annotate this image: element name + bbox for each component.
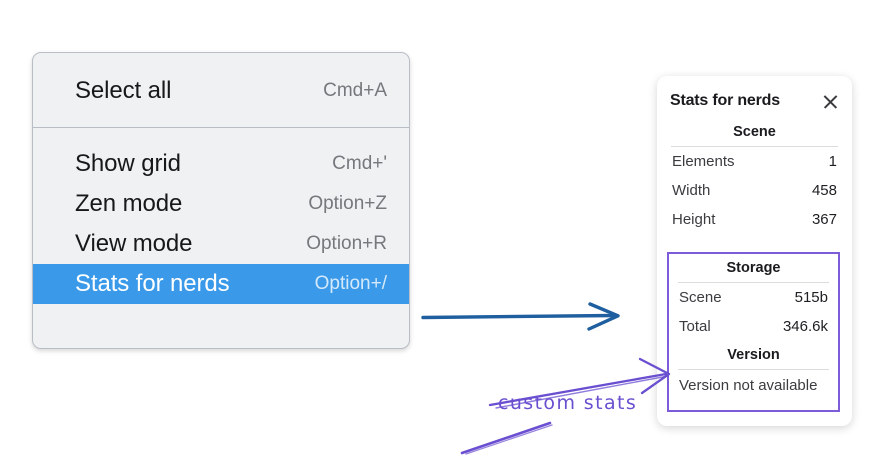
custom-stats-annotation: custom stats — [440, 355, 685, 461]
stats-panel-header: Stats for nerds — [669, 86, 840, 116]
stat-label: Width — [672, 182, 711, 199]
menu-item-label: Select all — [75, 77, 172, 104]
context-menu[interactable]: Select all Cmd+A Show grid Cmd+' Zen mod… — [32, 52, 410, 349]
custom-stats-highlight-box: Storage Scene 515b Total 346.6k Version … — [667, 252, 840, 412]
close-icon[interactable] — [822, 93, 839, 110]
stat-label: Elements — [672, 153, 735, 170]
menu-item-view-mode[interactable]: View mode Option+R — [33, 224, 409, 264]
blue-arrow-icon — [421, 302, 620, 331]
menu-item-stats-for-nerds[interactable]: Stats for nerds Option+/ — [33, 264, 409, 304]
menu-item-show-grid[interactable]: Show grid Cmd+' — [33, 144, 409, 184]
stats-for-nerds-panel[interactable]: Stats for nerds Scene Elements 1 Width 4… — [657, 76, 852, 426]
menu-item-shortcut: Option+R — [306, 233, 387, 254]
stat-value: 515b — [794, 289, 828, 306]
stat-value: 346.6k — [782, 318, 828, 335]
version-section-heading: Version — [727, 347, 780, 363]
stat-value: 367 — [811, 211, 837, 228]
menu-item-label: View mode — [75, 230, 193, 257]
stat-row-storage-scene: Scene 515b — [676, 283, 831, 312]
annotation-label: custom stats — [498, 392, 638, 414]
storage-divider — [678, 282, 829, 283]
scene-section-heading: Scene — [733, 124, 776, 140]
menu-separator — [33, 127, 409, 128]
menu-item-shortcut: Option+/ — [314, 273, 387, 294]
menu-item-label: Show grid — [75, 150, 181, 177]
storage-section-heading: Storage — [726, 260, 781, 276]
menu-item-shortcut: Option+Z — [308, 193, 387, 214]
menu-item-label: Zen mode — [75, 190, 183, 217]
menu-item-shortcut: Cmd+A — [323, 80, 387, 101]
version-note: Version not available — [679, 377, 818, 394]
menu-item-select-all[interactable]: Select all Cmd+A — [33, 71, 409, 111]
stat-row-storage-total: Total 346.6k — [676, 312, 831, 341]
menu-item-label: Stats for nerds — [75, 270, 230, 297]
menu-item-shortcut: Cmd+' — [332, 153, 387, 174]
annotation-strokes — [460, 357, 671, 455]
stat-label: Total — [679, 318, 711, 335]
stat-row-elements: Elements 1 — [669, 147, 840, 176]
stat-label: Height — [672, 211, 716, 228]
stat-row-height: Height 367 — [669, 205, 840, 234]
stat-value: 458 — [811, 182, 837, 199]
stats-panel-title: Stats for nerds — [670, 92, 780, 109]
version-divider — [678, 369, 829, 370]
menu-group-1: Select all Cmd+A — [33, 53, 409, 127]
scene-divider — [671, 146, 838, 147]
menu-item-zen-mode[interactable]: Zen mode Option+Z — [33, 184, 409, 224]
stat-value: 1 — [828, 153, 837, 170]
stat-row-width: Width 458 — [669, 176, 840, 205]
stat-label: Scene — [679, 289, 722, 306]
menu-group-2: Show grid Cmd+' Zen mode Option+Z View m… — [33, 128, 409, 318]
